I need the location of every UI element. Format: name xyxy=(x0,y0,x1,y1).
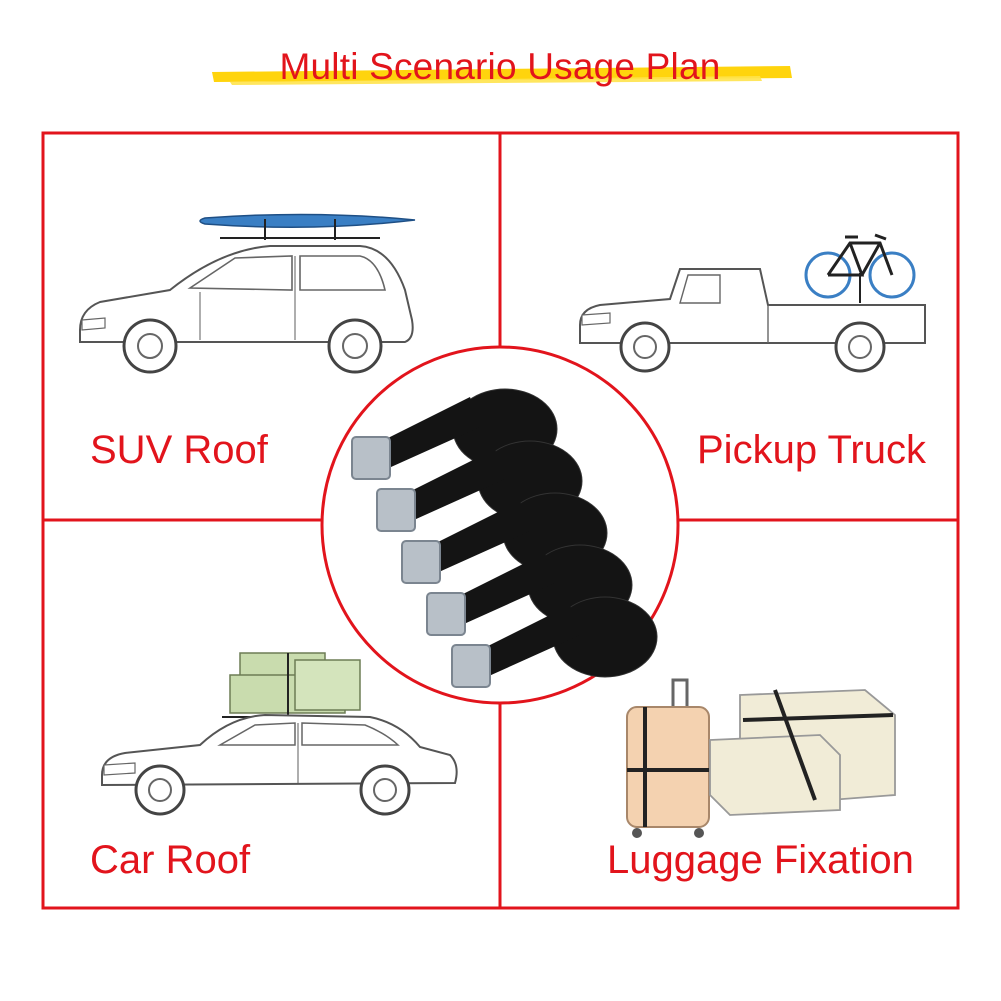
label-suv-roof: SUV Roof xyxy=(90,428,268,472)
title-block: Multi Scenario Usage Plan xyxy=(200,38,800,98)
sedan-icon xyxy=(101,652,458,816)
cam-buckle xyxy=(401,540,441,584)
title-highlight-swoosh xyxy=(212,66,792,85)
label-luggage-fixation: Luggage Fixation xyxy=(607,838,914,882)
strap-tail xyxy=(420,501,530,576)
suv-icon xyxy=(79,213,416,374)
luggage-icon-group xyxy=(626,678,896,838)
strap-tail xyxy=(470,605,580,680)
pickup-truck-icon xyxy=(579,233,926,373)
cam-buckle-strap-icon xyxy=(320,345,680,705)
cam-buckle xyxy=(376,488,416,532)
strap-tail xyxy=(370,397,480,472)
label-pickup-truck: Pickup Truck xyxy=(697,428,926,472)
label-car-roof: Car Roof xyxy=(90,838,251,882)
cam-buckle xyxy=(451,644,491,688)
suitcase-icon xyxy=(626,678,710,838)
cargo-box-icon xyxy=(222,652,365,718)
cam-buckle xyxy=(426,592,466,636)
bicycle-icon xyxy=(804,233,916,303)
cam-buckle xyxy=(351,436,391,480)
strap-tail xyxy=(395,449,505,524)
strap-tail xyxy=(445,553,555,628)
storage-bag-icon xyxy=(709,689,896,816)
surfboard-icon xyxy=(199,213,416,240)
page-title: Multi Scenario Usage Plan xyxy=(279,46,721,87)
